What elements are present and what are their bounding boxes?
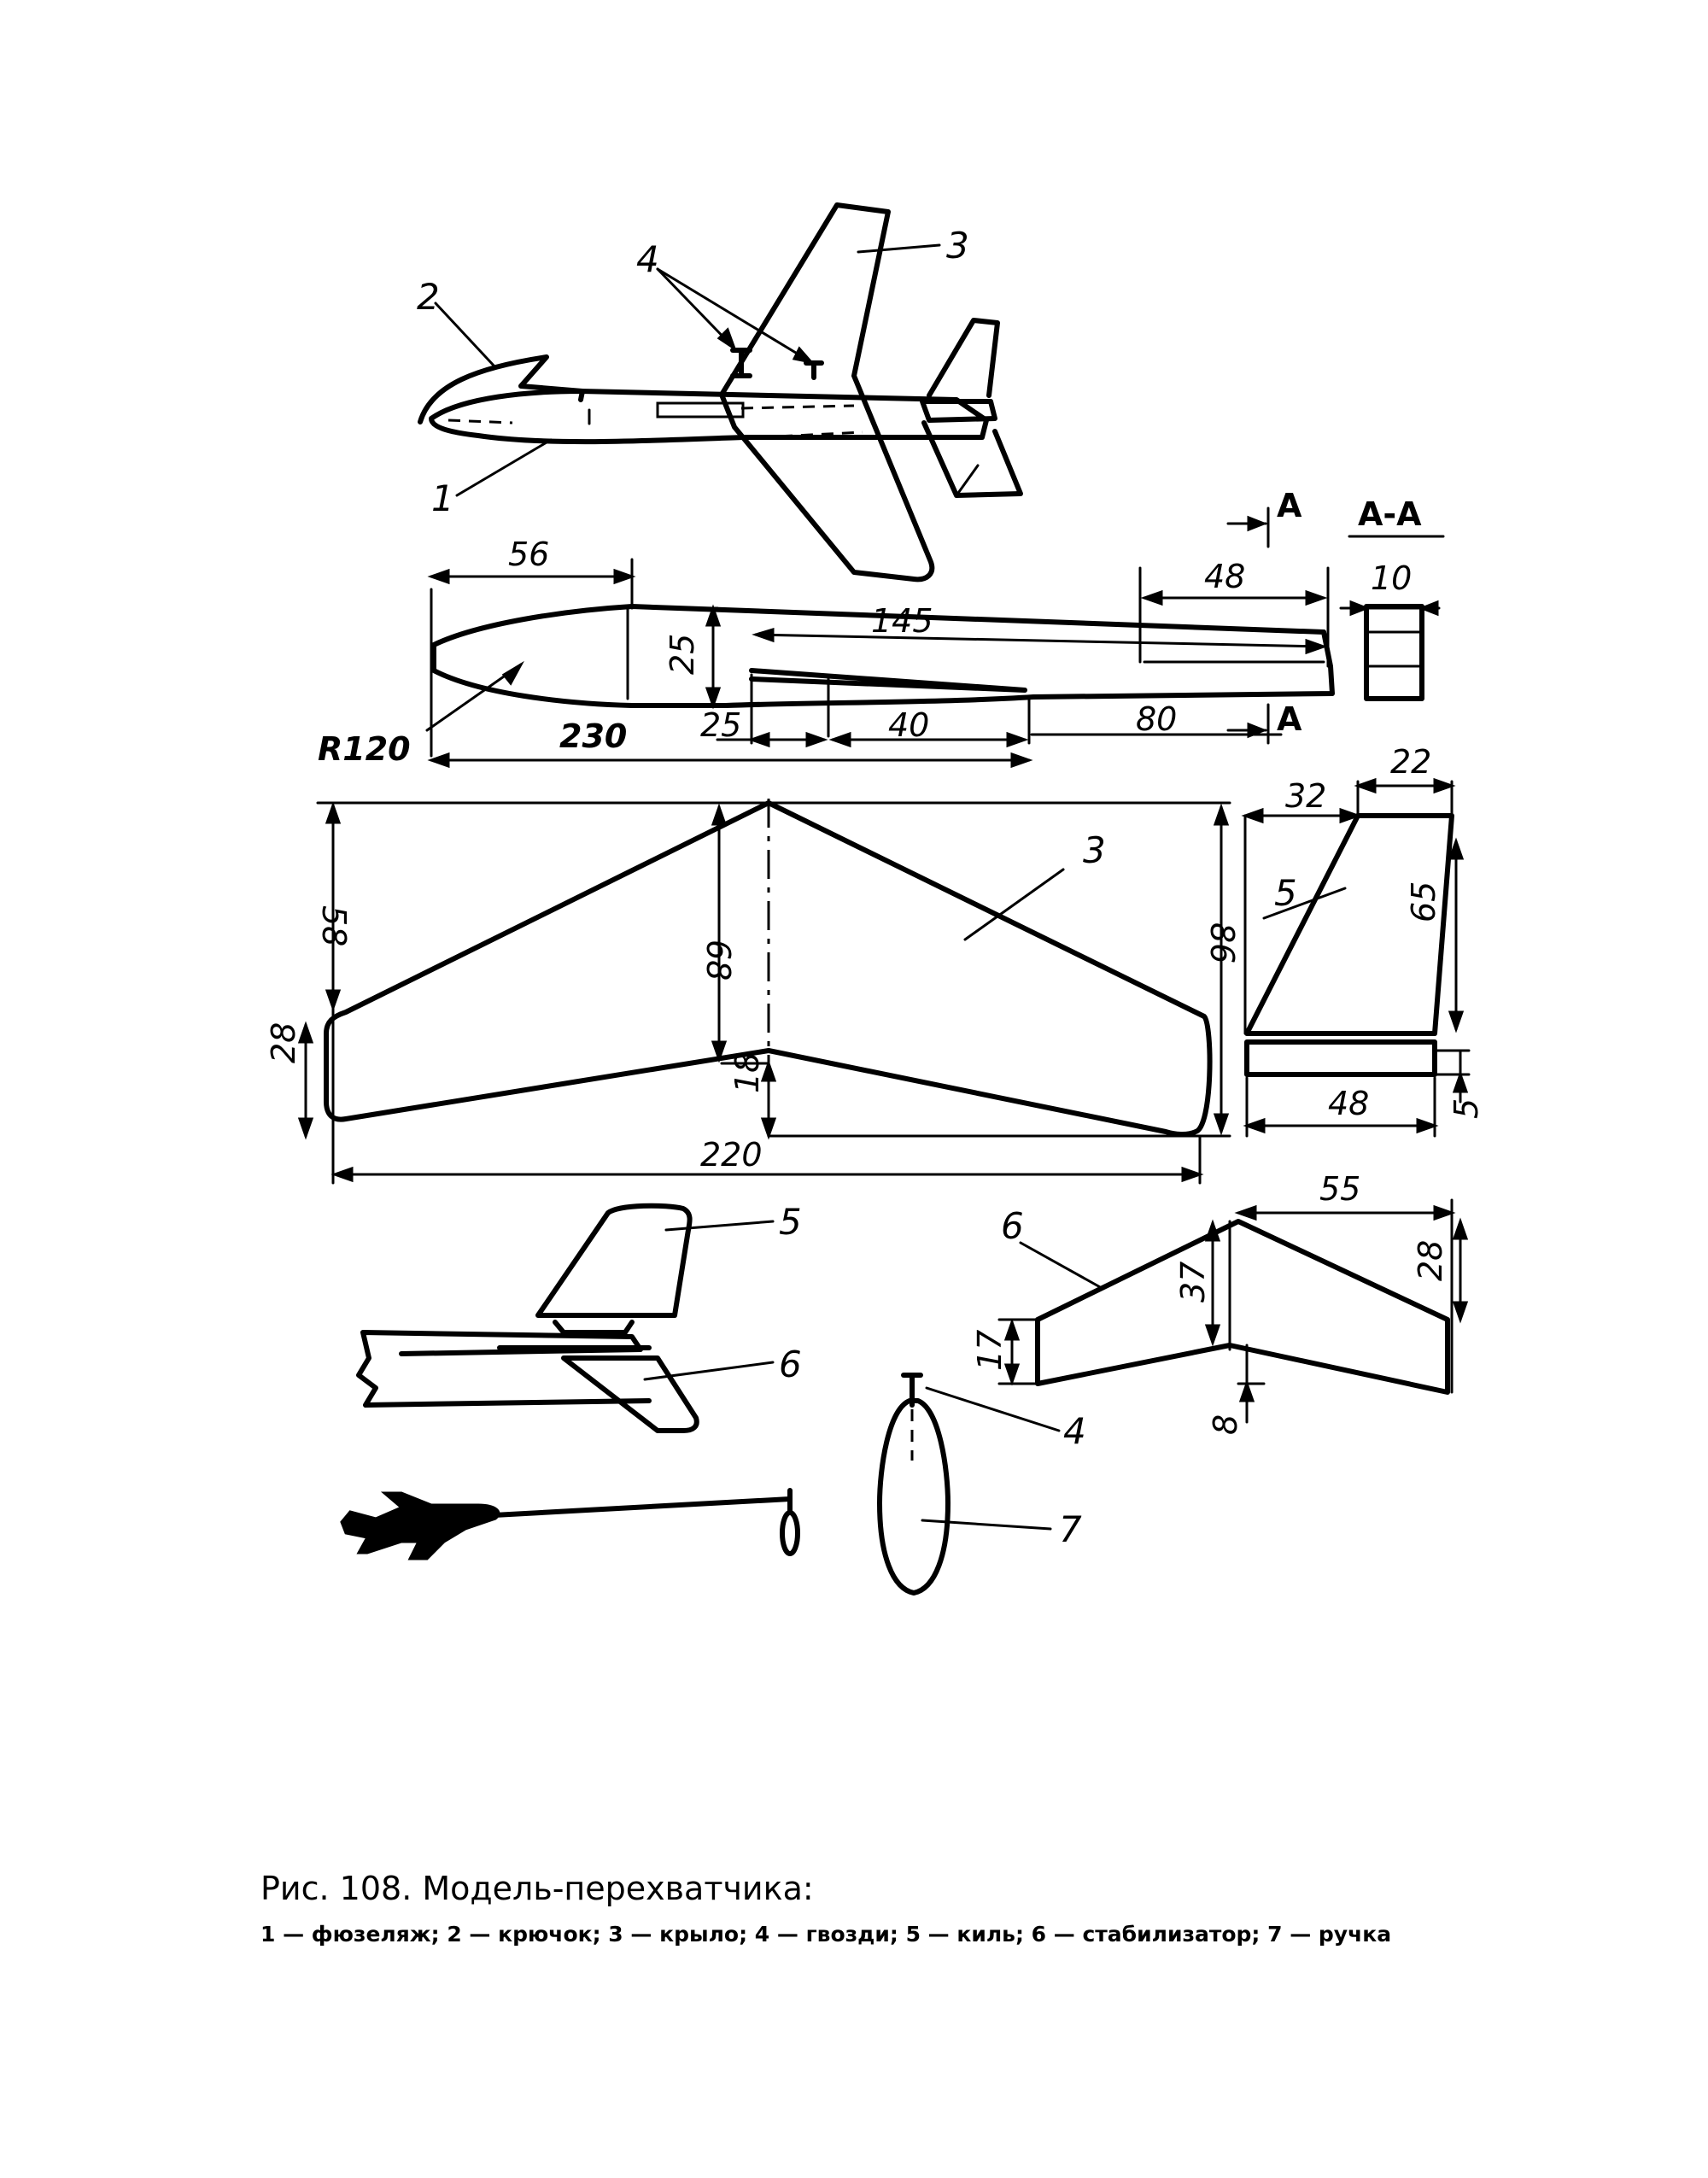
dim-radius-R120: R120 bbox=[318, 730, 411, 768]
perspective-fin bbox=[927, 318, 1000, 398]
perspective-fuselage bbox=[429, 389, 989, 445]
mini-handle bbox=[780, 1510, 800, 1556]
tail-stabilizer-6 bbox=[561, 1355, 699, 1433]
tail-fin-5 bbox=[535, 1203, 693, 1318]
dim-stab-17: 17 bbox=[971, 1330, 1009, 1371]
dim-fin-65: 65 bbox=[1405, 881, 1442, 922]
stabilizer-dim-arrows bbox=[1003, 1204, 1469, 1402]
section-A-marks bbox=[1226, 506, 1270, 745]
dim-section-10: 10 bbox=[1371, 559, 1412, 597]
dim-slot-145: 145 bbox=[871, 602, 933, 640]
dim-fin-22: 22 bbox=[1390, 743, 1431, 781]
dim-40: 40 bbox=[888, 706, 929, 744]
dim-25: 25 bbox=[700, 706, 741, 744]
dim-wing-58: 58 bbox=[315, 905, 353, 946]
dim-stab-37: 37 bbox=[1174, 1262, 1212, 1303]
handle-body bbox=[877, 1398, 951, 1595]
dim-stab-8: 8 bbox=[1207, 1414, 1244, 1435]
dim-fin-32: 32 bbox=[1285, 777, 1326, 815]
dim-wing-220: 220 bbox=[700, 1136, 763, 1174]
plane-silhouette bbox=[340, 1491, 500, 1560]
fin-dim-arrows bbox=[1241, 777, 1469, 1134]
section-marker-bottom: A bbox=[1277, 700, 1302, 738]
control-line bbox=[476, 1496, 793, 1519]
figure-legend: 1 — фюзеляж; 2 — крючок; 3 — крыло; 4 — … bbox=[260, 1922, 1392, 1947]
fin-detail: 32 22 65 48 5 5 bbox=[1241, 743, 1485, 1138]
wing-plan-view: 58 68 86 28 18 220 3 bbox=[265, 799, 1241, 1185]
tail-fuselage-stub bbox=[356, 1330, 652, 1408]
fin-outline bbox=[1244, 813, 1454, 1036]
fin-base bbox=[1244, 1039, 1437, 1077]
dim-height-25: 25 bbox=[664, 634, 701, 675]
dim-wing-86: 86 bbox=[1203, 922, 1241, 963]
callout-nails: 4 bbox=[636, 238, 659, 280]
dim-tail-48: 48 bbox=[1204, 558, 1245, 595]
figure-title: Рис. 108. Модель-перехватчика: bbox=[260, 1870, 814, 1907]
callout-wing: 3 bbox=[946, 225, 969, 266]
callout-tail-fin: 5 bbox=[779, 1201, 802, 1243]
rear-slot bbox=[749, 668, 1027, 693]
figure-caption: Рис. 108. Модель-перехватчика: 1 — фюзел… bbox=[260, 1869, 1499, 1949]
perspective-view: 2 1 3 4 bbox=[417, 202, 1023, 583]
stabilizer-outline bbox=[1035, 1219, 1450, 1395]
callout-hook: 2 bbox=[417, 276, 440, 318]
callout-wing-plan: 3 bbox=[1083, 829, 1106, 871]
callout-handle: 7 bbox=[1059, 1508, 1082, 1550]
perspective-wing bbox=[719, 202, 935, 583]
callout-tail-stabilizer: 6 bbox=[779, 1344, 802, 1385]
tail-fin-mount bbox=[553, 1320, 635, 1335]
dim-wing-28: 28 bbox=[265, 1022, 302, 1063]
wing-dim-arrows bbox=[297, 801, 1230, 1183]
callout-stabilizer-detail: 6 bbox=[1001, 1205, 1024, 1247]
dim-length-230: 230 bbox=[559, 717, 627, 755]
callout-leaders bbox=[434, 243, 941, 497]
dim-nose-56: 56 bbox=[508, 536, 549, 573]
fuselage-dim-arrows bbox=[427, 568, 1328, 769]
handle-detail: 4 7 bbox=[877, 1373, 1086, 1595]
section-title: A-A bbox=[1358, 495, 1422, 533]
callout-handle-nail: 4 bbox=[1063, 1410, 1086, 1452]
dim-wing-68: 68 bbox=[699, 940, 737, 981]
fuselage-outline bbox=[431, 604, 1335, 708]
dim-wing-18: 18 bbox=[728, 1052, 766, 1093]
dim-fin-48: 48 bbox=[1328, 1085, 1369, 1122]
fuselage-side-view: 56 48 145 25 R120 230 25 40 80 A A bbox=[318, 487, 1335, 769]
wing-outline bbox=[324, 800, 1213, 1137]
dim-stab-55: 55 bbox=[1319, 1170, 1360, 1208]
dim-80: 80 bbox=[1136, 700, 1177, 738]
perspective-hook bbox=[418, 354, 585, 424]
dim-stab-28: 28 bbox=[1412, 1240, 1449, 1281]
stabilizer-detail: 55 28 37 17 8 6 bbox=[971, 1170, 1469, 1435]
callout-fin-detail: 5 bbox=[1274, 872, 1297, 914]
dim-fin-5: 5 bbox=[1448, 1098, 1485, 1119]
tail-assembly-view: 5 6 bbox=[356, 1201, 802, 1433]
section-A-A: A-A 10 bbox=[1339, 495, 1445, 701]
perspective-stabilizer bbox=[920, 399, 1023, 498]
model-in-flight-silhouette bbox=[340, 1488, 800, 1560]
section-marker-top: A bbox=[1277, 487, 1302, 524]
callout-fuselage: 1 bbox=[431, 477, 454, 519]
